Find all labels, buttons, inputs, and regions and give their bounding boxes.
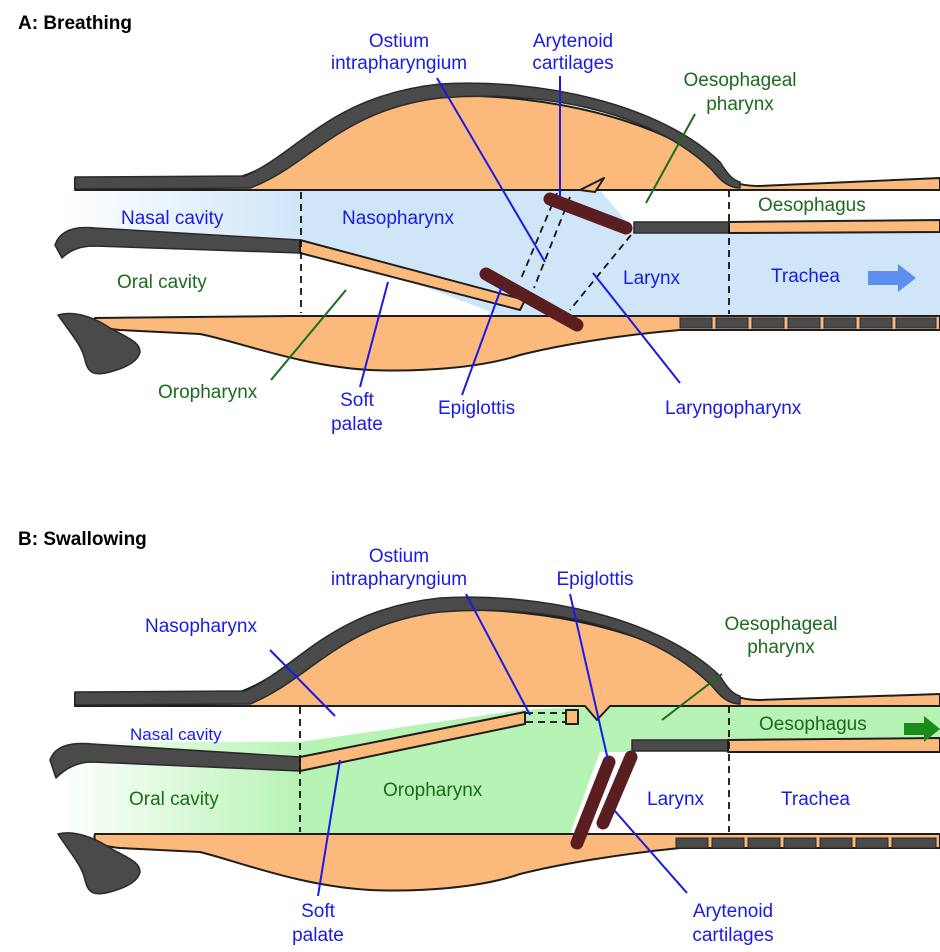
label-oesophageal-pharynx-line2: pharynx	[706, 94, 774, 115]
label-oesophageal-pharynx-b-line2: pharynx	[747, 637, 815, 658]
label-oral-cavity-b: Oral cavity	[129, 789, 219, 810]
label-oropharynx-b: Oropharynx	[383, 780, 483, 801]
label-nasopharynx-b: Nasopharynx	[145, 616, 257, 637]
panel-a-title: A: Breathing	[18, 13, 132, 34]
label-nasopharynx: Nasopharynx	[342, 208, 454, 229]
label-oesophagus: Oesophagus	[758, 195, 866, 216]
label-oral-cavity: Oral cavity	[117, 272, 207, 293]
oesophagus-floor	[729, 220, 940, 233]
label-ostium-b-line1: Ostium	[369, 546, 429, 567]
label-oesophagus-b: Oesophagus	[759, 714, 867, 735]
label-oesophageal-pharynx-b-line1: Oesophageal	[724, 614, 837, 635]
ostium-flap-b	[566, 710, 578, 724]
label-soft-palate-b-line1: Soft	[301, 901, 336, 922]
label-oesophageal-pharynx-line1: Oesophageal	[683, 70, 796, 91]
label-arytenoid-b-line2: cartilages	[692, 925, 773, 946]
label-soft-palate-line2: palate	[331, 414, 383, 435]
label-laryngopharynx: Laryngopharynx	[665, 398, 802, 419]
tracheal-rings	[680, 318, 936, 328]
oesophagus-floor-b	[728, 738, 940, 752]
label-trachea: Trachea	[771, 266, 840, 287]
label-ostium-line2: intrapharyngium	[331, 53, 467, 74]
label-ostium-b-line2: intrapharyngium	[331, 569, 467, 590]
label-larynx-b: Larynx	[647, 789, 705, 810]
tracheal-roof-wall	[634, 222, 729, 233]
label-nasal-cavity-b: Nasal cavity	[130, 725, 222, 744]
label-arytenoid-b-line1: Arytenoid	[693, 901, 773, 922]
label-soft-palate-line1: Soft	[340, 390, 375, 411]
panel-swallowing: B: Swallowing	[18, 529, 940, 946]
label-epiglottis-b: Epiglottis	[556, 569, 633, 590]
label-larynx: Larynx	[623, 268, 681, 289]
label-arytenoid-line1: Arytenoid	[533, 31, 613, 52]
tracheal-roof-wall-b	[632, 740, 728, 751]
label-soft-palate-b-line2: palate	[292, 925, 344, 946]
label-oropharynx: Oropharynx	[158, 382, 258, 403]
tracheal-rings-b	[676, 838, 936, 848]
label-nasal-cavity: Nasal cavity	[121, 208, 224, 229]
label-ostium-line1: Ostium	[369, 31, 429, 52]
label-arytenoid-line2: cartilages	[532, 53, 613, 74]
label-trachea-b: Trachea	[781, 789, 850, 810]
label-epiglottis: Epiglottis	[438, 398, 515, 419]
panel-b-title: B: Swallowing	[18, 529, 147, 550]
panel-breathing: A: Breathing	[18, 13, 940, 435]
